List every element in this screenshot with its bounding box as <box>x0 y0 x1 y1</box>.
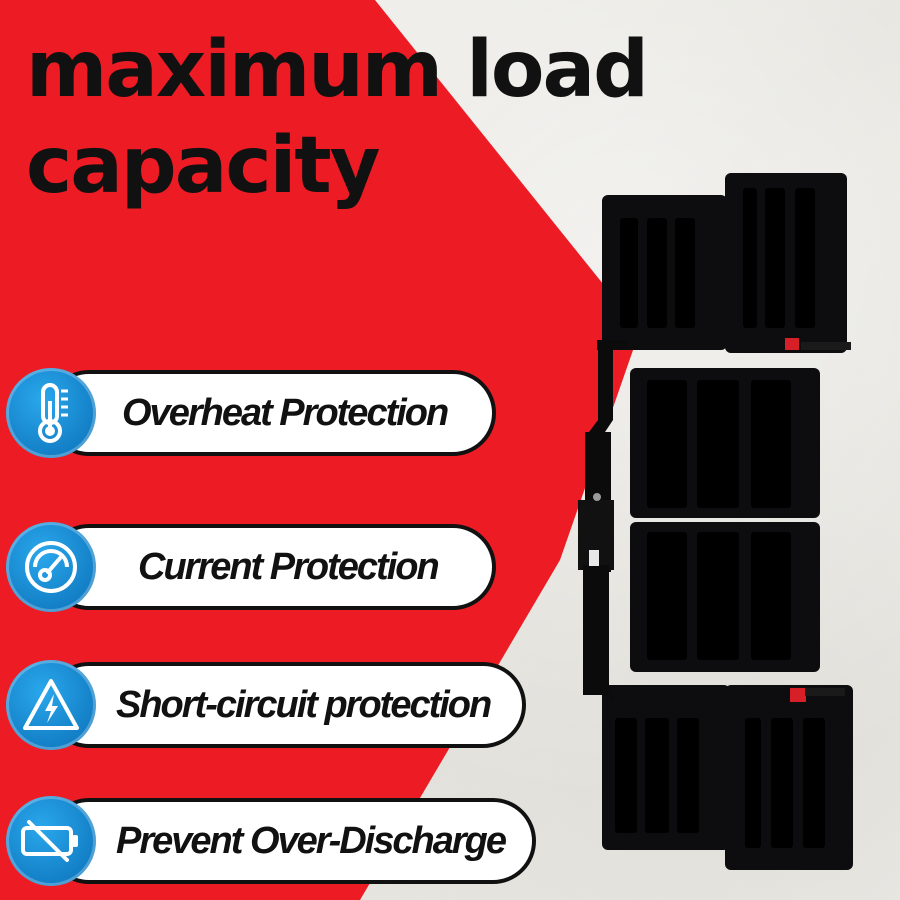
feature-icon-circle <box>6 368 96 458</box>
feature-label: Short-circuit protection <box>116 683 492 726</box>
high-voltage-warning-icon <box>23 679 79 730</box>
feature-badge-overheat: Overheat Protection <box>0 368 500 458</box>
headline-line-2: capacity <box>26 121 380 211</box>
feature-icon-circle <box>6 522 96 612</box>
laptop-battery-image <box>578 173 853 870</box>
headline-line-1: maximum load <box>26 25 649 115</box>
feature-icon-circle <box>6 660 96 750</box>
feature-badge-short-circuit: Short-circuit protection <box>0 660 530 750</box>
feature-icon-circle <box>6 796 96 886</box>
gauge-icon <box>25 541 77 593</box>
thermometer-icon <box>38 383 68 443</box>
feature-badge-over-discharge: Prevent Over-Discharge <box>0 796 540 886</box>
feature-badge-current: Current Protection <box>0 522 500 612</box>
battery-disabled-icon <box>21 820 78 862</box>
headline: maximum load capacity <box>26 22 666 214</box>
feature-pill <box>46 524 496 610</box>
feature-pill <box>46 662 526 748</box>
feature-pill <box>46 798 536 884</box>
feature-label: Current Protection <box>138 545 440 588</box>
feature-label: Overheat Protection <box>122 391 449 434</box>
feature-label: Prevent Over-Discharge <box>116 819 507 862</box>
